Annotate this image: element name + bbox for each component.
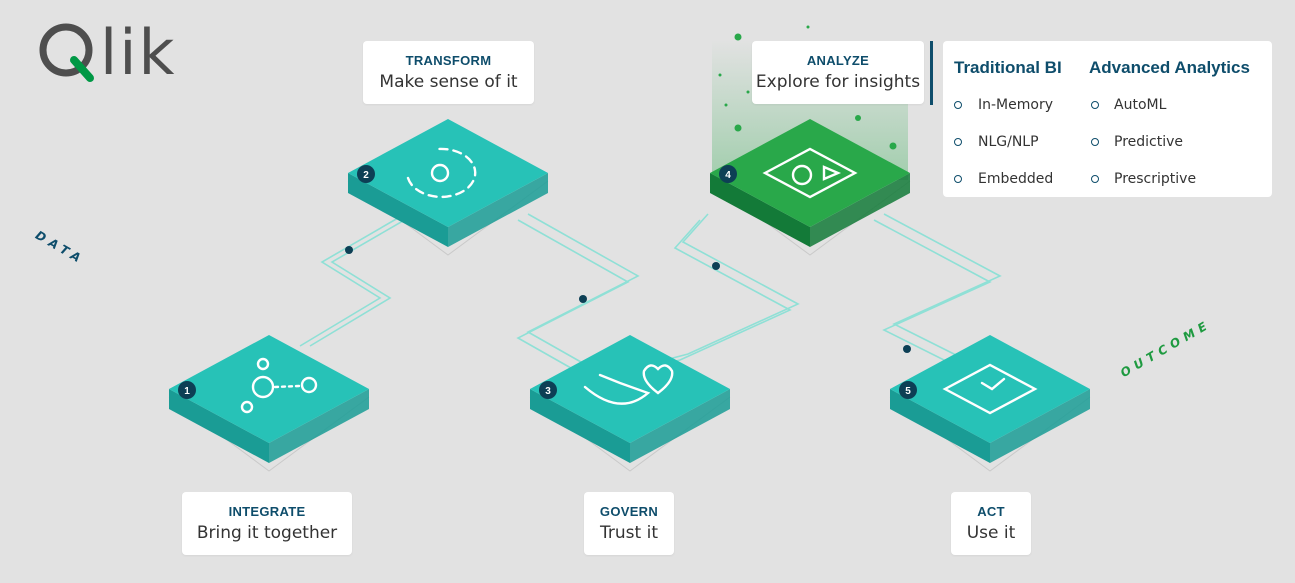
step-number: 2 xyxy=(363,170,369,181)
step-label-act: ACT Use it xyxy=(951,492,1031,555)
step-number-badge: 1 xyxy=(178,381,196,399)
list-item: Prescriptive xyxy=(1114,171,1197,187)
step-subtitle: Bring it together xyxy=(196,523,338,543)
step-label-analyze: ANALYZE Explore for insights xyxy=(752,41,924,104)
bullet-icon xyxy=(1091,175,1099,183)
step-subtitle: Make sense of it xyxy=(379,72,518,92)
qlik-logo-mark xyxy=(39,23,94,82)
step-title: TRANSFORM xyxy=(405,53,492,68)
tile-act: 5 xyxy=(889,335,1091,472)
panel-accent-bar xyxy=(930,41,933,105)
bullet-icon xyxy=(954,138,962,146)
pie-chart-icon xyxy=(762,147,858,199)
step-title: INTEGRATE xyxy=(228,504,306,519)
step-subtitle: Use it xyxy=(966,523,1016,543)
gear-cycle-icon xyxy=(406,147,477,199)
list-item: In-Memory xyxy=(978,97,1053,113)
step-number: 4 xyxy=(725,170,731,181)
step-number: 3 xyxy=(545,386,551,397)
step-number: 5 xyxy=(905,386,911,397)
tile-integrate: 1 xyxy=(168,335,370,472)
step-subtitle: Explore for insights xyxy=(755,72,921,92)
step-number: 1 xyxy=(184,386,190,397)
connector-dots xyxy=(345,246,911,353)
bullet-icon xyxy=(1091,138,1099,146)
traditional-bi-heading: Traditional BI xyxy=(954,58,1062,77)
step-title: GOVERN xyxy=(599,504,659,519)
step-number-badge: 3 xyxy=(539,381,557,399)
list-item: Predictive xyxy=(1114,134,1184,150)
step-title: ANALYZE xyxy=(806,53,870,68)
hand-heart-icon xyxy=(583,364,674,405)
advanced-analytics-heading: Advanced Analytics xyxy=(1089,58,1250,77)
step-label-integrate: INTEGRATE Bring it together xyxy=(182,492,352,555)
bullet-icon xyxy=(1091,101,1099,109)
step-label-govern: GOVERN Trust it xyxy=(584,492,674,555)
list-item: Embedded xyxy=(978,171,1054,187)
bullet-icon xyxy=(954,175,962,183)
step-label-transform: TRANSFORM Make sense of it xyxy=(363,41,534,104)
tile-transform: 2 xyxy=(347,119,549,256)
bullet-icon xyxy=(954,101,962,109)
action-check-icon xyxy=(942,363,1038,415)
step-title: ACT xyxy=(977,504,1005,519)
tile-analyze: 4 xyxy=(709,119,911,256)
analytics-panel: Traditional BI Advanced Analytics In-Mem… xyxy=(943,41,1272,197)
step-number-badge: 4 xyxy=(719,165,737,183)
tile-govern: 3 xyxy=(529,335,731,472)
integrate-nodes-icon xyxy=(240,357,318,414)
step-number-badge: 2 xyxy=(357,165,375,183)
step-subtitle: Trust it xyxy=(600,523,658,543)
step-number-badge: 5 xyxy=(899,381,917,399)
qlik-logo-text: lik xyxy=(100,16,177,89)
list-item: NLG/NLP xyxy=(978,134,1039,150)
list-item: AutoML xyxy=(1114,97,1167,113)
